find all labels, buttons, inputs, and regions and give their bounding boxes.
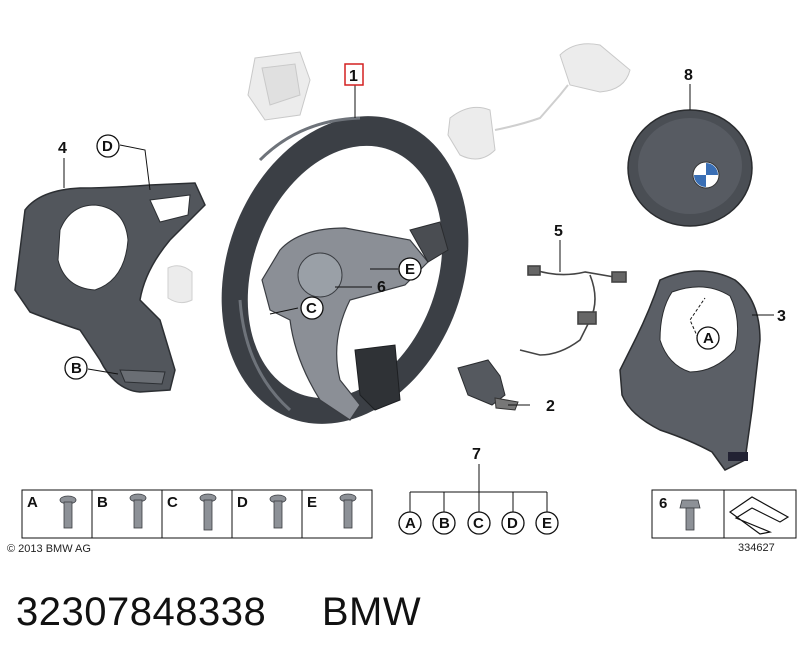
callout-c: C bbox=[300, 296, 324, 320]
lower-trim-right-part3 bbox=[619, 270, 761, 471]
brand-name: BMW bbox=[321, 590, 422, 634]
group7-d: D bbox=[507, 515, 518, 532]
part1-highlight-box bbox=[344, 63, 364, 86]
screw-cell-e-label: E bbox=[307, 494, 317, 511]
svg-text:E: E bbox=[405, 261, 415, 278]
paddle-ghost-left bbox=[167, 265, 193, 304]
group7-a: A bbox=[405, 515, 416, 532]
group7-b: B bbox=[439, 515, 450, 532]
part-label-7: 7 bbox=[472, 446, 481, 463]
connector-part2 bbox=[457, 359, 519, 411]
leader-lines bbox=[63, 84, 774, 406]
screw-table: A B C D E bbox=[21, 489, 373, 539]
part-label-3: 3 bbox=[777, 308, 786, 325]
button-panel-ghost bbox=[447, 43, 631, 160]
airbag-module-part8 bbox=[627, 109, 753, 227]
part-label-8: 8 bbox=[684, 67, 693, 84]
callout-d: D bbox=[96, 134, 120, 158]
drawing-number: 334627 bbox=[738, 542, 775, 554]
part-caption: 32307848338 BMW bbox=[16, 590, 421, 635]
screw-cell-b-label: B bbox=[97, 494, 108, 511]
callout-e: E bbox=[398, 257, 422, 281]
part6-box-label: 6 bbox=[659, 495, 667, 512]
steering-wheel-part1 bbox=[221, 116, 469, 424]
group7-c: C bbox=[473, 515, 484, 532]
screw-cell-a-label: A bbox=[27, 494, 38, 511]
svg-text:A: A bbox=[703, 330, 714, 347]
exploded-parts-diagram: 1 2 3 4 5 6 7 8 D B C E A A B C D E bbox=[7, 43, 797, 555]
lower-trim-cover-part4 bbox=[14, 182, 206, 393]
part-label-2: 2 bbox=[546, 398, 555, 415]
reference-arrow-icon bbox=[728, 496, 790, 535]
part-label-1: 1 bbox=[349, 68, 358, 85]
part-label-6: 6 bbox=[377, 279, 386, 296]
wiring-harness-part5 bbox=[519, 265, 627, 356]
part6-box: 6 bbox=[651, 489, 797, 539]
part-label-4: 4 bbox=[58, 140, 67, 157]
paddle-shifter-ghost bbox=[247, 51, 311, 121]
svg-text:C: C bbox=[306, 300, 317, 317]
screw-cell-d-label: D bbox=[237, 494, 248, 511]
callout-a: A bbox=[696, 326, 720, 350]
group7-tree bbox=[409, 464, 548, 512]
part-label-5: 5 bbox=[554, 223, 563, 240]
svg-text:B: B bbox=[71, 360, 82, 377]
part-number: 32307848338 bbox=[16, 590, 267, 634]
svg-text:D: D bbox=[102, 138, 113, 155]
group7-e: E bbox=[542, 515, 552, 532]
group7-circles: A B C D E bbox=[398, 511, 559, 535]
screw-cell-c-label: C bbox=[167, 494, 178, 511]
copyright-text: © 2013 BMW AG bbox=[7, 543, 91, 555]
callout-b: B bbox=[64, 356, 88, 380]
